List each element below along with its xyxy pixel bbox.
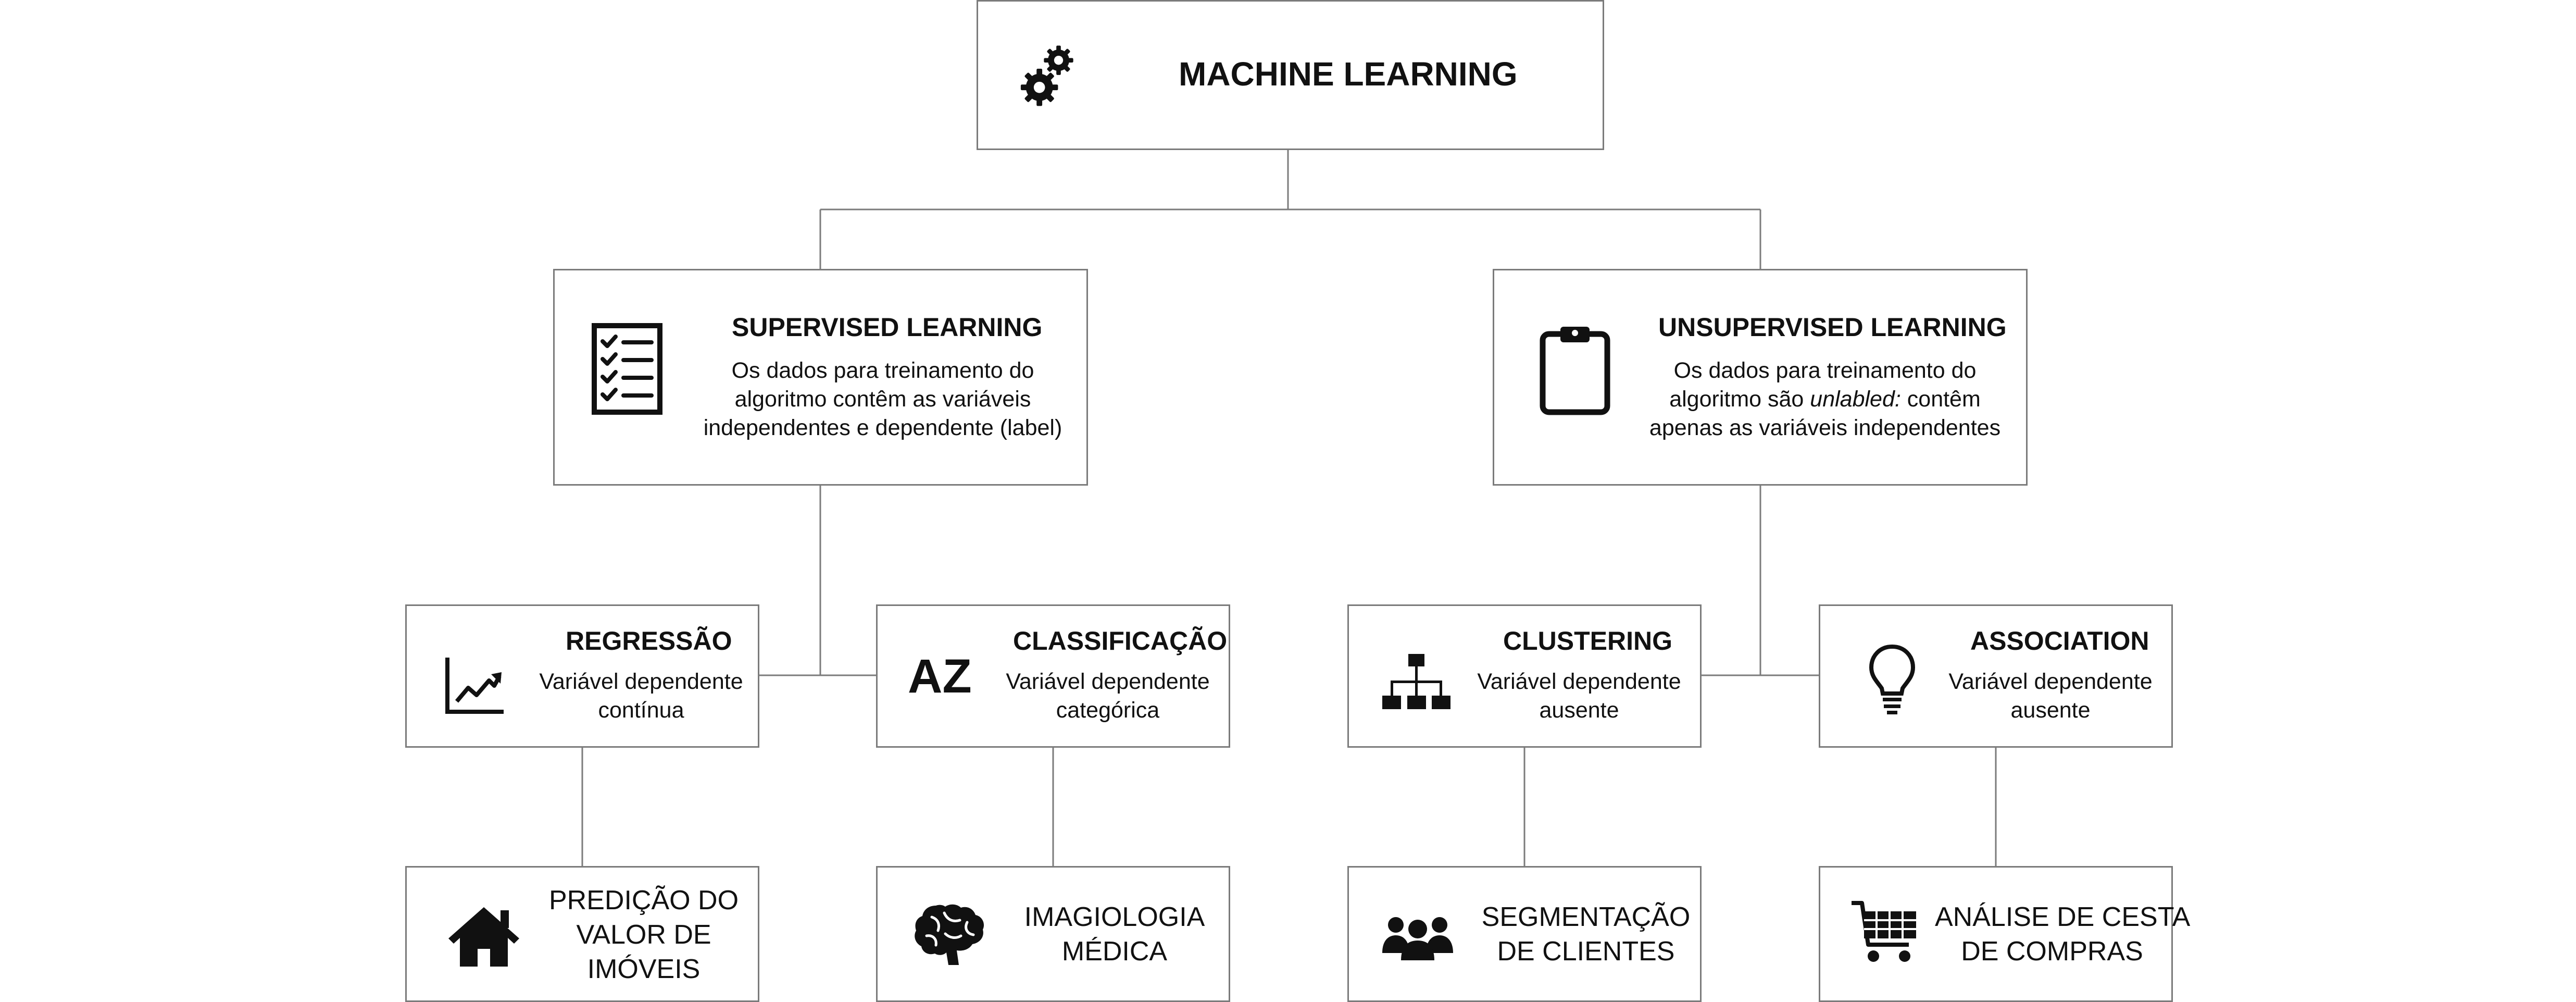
supervised-learning-node: SUPERVISED LEARNING Os dados para treina… <box>553 269 1088 486</box>
application-node-medical-imaging: IMAGIOLOGIA MÉDICA <box>876 866 1230 1002</box>
clipboard-icon <box>1539 323 1611 416</box>
application-label: PREDIÇÃO DO VALOR DE IMÓVEIS <box>548 885 739 984</box>
application-node-customer-segmentation: SEGMENTAÇÃO DE CLIENTES <box>1347 866 1702 1002</box>
application-label: SEGMENTAÇÃO DE CLIENTES <box>1481 902 1691 967</box>
application-node-basket-analysis: ANÁLISE DE CESTA DE COMPRAS <box>1819 866 2191 1002</box>
az-icon: AZ <box>908 650 972 703</box>
clustering-description: Variável dependente ausente <box>1477 669 1681 723</box>
supervised-learning-title: SUPERVISED LEARNING <box>732 313 1043 342</box>
association-title: ASSOCIATION <box>1970 626 2149 655</box>
trend-chart-icon <box>443 655 506 717</box>
supervised-learning-description: Os dados para treinamento do algoritmo c… <box>703 358 1062 440</box>
application-label: IMAGIOLOGIA MÉDICA <box>1024 902 1205 967</box>
clustering-title: CLUSTERING <box>1503 626 1672 655</box>
gears-icon <box>1020 42 1077 110</box>
lightbulb-icon <box>1867 642 1917 715</box>
brain-icon <box>913 901 986 967</box>
house-icon <box>447 905 520 969</box>
clustering-node: CLUSTERING Variável dependente ausente <box>1347 604 1702 748</box>
machine-learning-title: MACHINE LEARNING <box>1179 55 1518 93</box>
hierarchy-icon <box>1381 652 1452 712</box>
classification-title: CLASSIFICAÇÃO <box>1013 626 1228 655</box>
regression-description: Variável dependente contínua <box>539 669 743 723</box>
association-node: ASSOCIATION Variável dependente ausente <box>1819 604 2173 748</box>
regression-node: REGRESSÃO Variável dependente contínua <box>405 604 759 748</box>
classification-description: Variável dependente categórica <box>1006 669 1210 723</box>
machine-learning-node: MACHINE LEARNING <box>977 0 1604 150</box>
regression-title: REGRESSÃO <box>566 626 732 655</box>
checklist-icon <box>591 323 663 415</box>
shopping-cart-icon <box>1850 899 1918 967</box>
unsupervised-learning-description: Os dados para treinamento do algoritmo s… <box>1649 358 2001 440</box>
association-description: Variável dependente ausente <box>1948 669 2153 723</box>
unsupervised-learning-node: UNSUPERVISED LEARNING Os dados para trei… <box>1493 269 2028 486</box>
classification-node: AZ CLASSIFICAÇÃO Variável dependente cat… <box>876 604 1230 748</box>
people-icon <box>1381 909 1454 961</box>
unsupervised-learning-title: UNSUPERVISED LEARNING <box>1658 313 2007 342</box>
application-label: ANÁLISE DE CESTA DE COMPRAS <box>1935 902 2191 967</box>
application-node-house-prices: PREDIÇÃO DO VALOR DE IMÓVEIS <box>405 866 759 1002</box>
